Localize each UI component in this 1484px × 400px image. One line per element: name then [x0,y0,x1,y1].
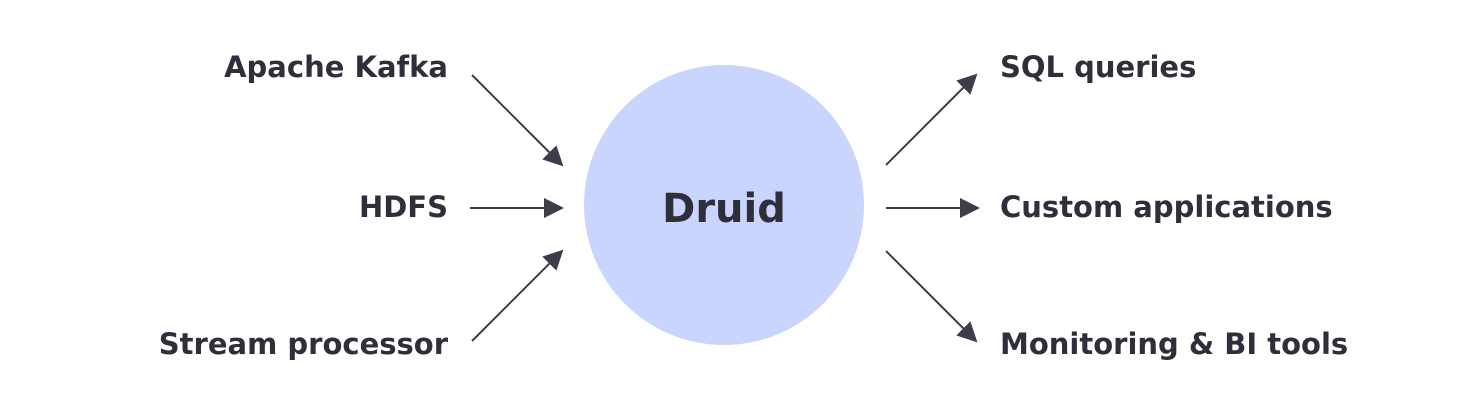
druid-node: Druid [584,65,864,345]
druid-label: Druid [662,186,786,232]
output-targets: SQL queries Custom applications Monitori… [885,50,1348,361]
input-label-hdfs: HDFS [359,190,448,224]
input-sources: Apache Kafka HDFS Stream processor [159,50,564,361]
output-label-custom-applications: Custom applications [1000,190,1333,224]
druid-circle [584,65,864,345]
output-label-sql-queries: SQL queries [1000,50,1196,84]
output-label-monitoring-bi-tools: Monitoring & BI tools [1000,327,1348,361]
arrow-stream-to-druid [471,249,564,342]
arrow-druid-to-sql [885,73,978,166]
input-label-stream-processor: Stream processor [159,327,449,361]
arrow-druid-to-monitoring [885,250,978,343]
arrow-kafka-to-druid [471,74,564,167]
input-label-apache-kafka: Apache Kafka [224,50,448,84]
